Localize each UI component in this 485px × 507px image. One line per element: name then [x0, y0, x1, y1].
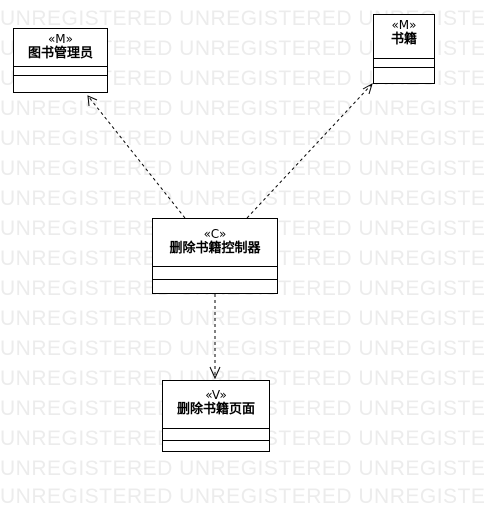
class-name: 书籍 — [390, 32, 417, 47]
watermark-row: UNREGISTERED UNREGISTERED UNREGISTERED U… — [0, 8, 485, 29]
operations-compartment — [374, 68, 434, 77]
stereotype-label: «M» — [47, 32, 74, 46]
watermark-row: UNREGISTERED UNREGISTERED UNREGISTERED U… — [0, 38, 485, 59]
watermark-row: UNREGISTERED UNREGISTERED UNREGISTERED U… — [0, 188, 485, 209]
watermark-row: UNREGISTERED UNREGISTERED UNREGISTERED U… — [0, 486, 485, 507]
watermark-row: UNREGISTERED UNREGISTERED UNREGISTERED U… — [0, 68, 485, 89]
watermark-row: UNREGISTERED UNREGISTERED UNREGISTERED U… — [0, 158, 485, 179]
class-header: «V» 删除书籍页面 — [163, 381, 269, 429]
dependency-controller-to-librarian — [87, 95, 186, 219]
open-arrowhead — [362, 82, 373, 95]
open-arrowhead — [209, 366, 221, 380]
operations-compartment — [14, 76, 107, 85]
watermark-row: UNREGISTERED UNREGISTERED UNREGISTERED U… — [0, 338, 485, 359]
stereotype-label: «M» — [391, 18, 417, 32]
class-librarian[interactable]: «M» 图书管理员 — [13, 28, 108, 93]
dependency-line — [246, 83, 373, 219]
class-header: «M» 图书管理员 — [14, 29, 107, 67]
class-header: «M» 书籍 — [374, 15, 434, 59]
class-name: 图书管理员 — [27, 46, 93, 61]
attributes-compartment — [14, 67, 107, 76]
dependency-controller-to-page — [209, 294, 221, 380]
attributes-compartment — [153, 267, 277, 280]
class-delete-book-page[interactable]: «V» 删除书籍页面 — [162, 380, 270, 452]
watermark-row: UNREGISTERED UNREGISTERED UNREGISTERED U… — [0, 308, 485, 329]
operations-compartment — [153, 280, 277, 289]
stereotype-label: «V» — [205, 388, 227, 402]
watermark-row: UNREGISTERED UNREGISTERED UNREGISTERED U… — [0, 128, 485, 149]
class-delete-book-controller[interactable]: «C» 删除书籍控制器 — [152, 218, 278, 294]
stereotype-label: «C» — [203, 227, 227, 241]
dependency-controller-to-book — [246, 82, 373, 219]
operations-compartment — [163, 441, 269, 450]
dependency-line — [87, 95, 186, 219]
class-name: 删除书籍控制器 — [169, 241, 261, 256]
watermark-row: UNREGISTERED UNREGISTERED UNREGISTERED U… — [0, 458, 485, 479]
watermark-row: UNREGISTERED UNREGISTERED UNREGISTERED U… — [0, 368, 485, 389]
class-book[interactable]: «M» 书籍 — [373, 14, 435, 84]
watermark-row: UNREGISTERED UNREGISTERED UNREGISTERED U… — [0, 98, 485, 119]
class-header: «C» 删除书籍控制器 — [153, 219, 277, 267]
class-name: 删除书籍页面 — [176, 402, 255, 417]
attributes-compartment — [374, 59, 434, 68]
attributes-compartment — [163, 429, 269, 441]
open-arrowhead — [87, 95, 98, 107]
